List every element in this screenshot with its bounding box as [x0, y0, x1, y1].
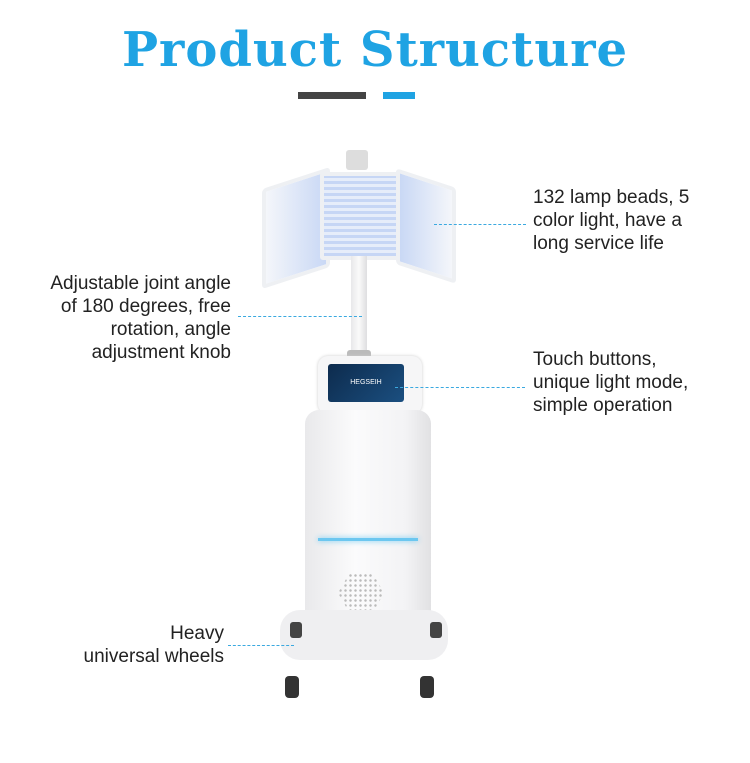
- callout-joint-angle: Adjustable joint angle of 180 degrees, f…: [50, 272, 231, 364]
- touch-screen: HEGSEIH: [328, 364, 404, 402]
- title-divider-dark: [298, 92, 366, 99]
- wheel-base: [280, 610, 448, 660]
- indicator-light-strip: [318, 538, 418, 541]
- callout-text: Touch buttons,: [533, 349, 657, 370]
- speaker-grille: [338, 573, 384, 613]
- wheel-rear-left: [290, 622, 302, 638]
- callout-text: Heavy: [170, 623, 224, 644]
- callout-touch-buttons: Touch buttons, unique light mode, simple…: [533, 348, 688, 417]
- wheel-front-right: [420, 676, 434, 698]
- callout-lamp-beads: 132 lamp beads, 5 color light, have a lo…: [533, 186, 689, 255]
- brand-logo-screen: HEGSEIH: [350, 379, 382, 386]
- lamp-panel-center: [320, 172, 404, 260]
- callout-line-wheels: [228, 645, 294, 646]
- callout-line-touch: [395, 387, 525, 388]
- callout-text: long service life: [533, 233, 664, 254]
- title-divider-blue: [383, 92, 415, 99]
- page-title: Product Structure: [121, 22, 629, 78]
- callout-line-lamp: [434, 224, 526, 225]
- angle-adjustment-knob: [347, 350, 371, 360]
- callout-wheels: Heavy universal wheels: [84, 622, 224, 668]
- callout-text: 132 lamp beads, 5: [533, 187, 690, 208]
- callout-text: unique light mode,: [533, 372, 689, 393]
- callout-text: simple operation: [533, 395, 673, 416]
- wheel-rear-right: [430, 622, 442, 638]
- wheel-front-left: [285, 676, 299, 698]
- lamp-panel-right: [396, 168, 456, 284]
- callout-text: rotation, angle: [110, 319, 231, 340]
- callout-text: color light, have a: [533, 210, 682, 231]
- callout-text: adjustment knob: [91, 342, 231, 363]
- callout-text: universal wheels: [83, 646, 224, 667]
- support-arm: [351, 256, 367, 356]
- callout-text: of 180 degrees, free: [60, 296, 231, 317]
- callout-text: Adjustable joint angle: [50, 273, 231, 294]
- lamp-mount: [346, 150, 368, 170]
- callout-line-joint: [238, 316, 362, 317]
